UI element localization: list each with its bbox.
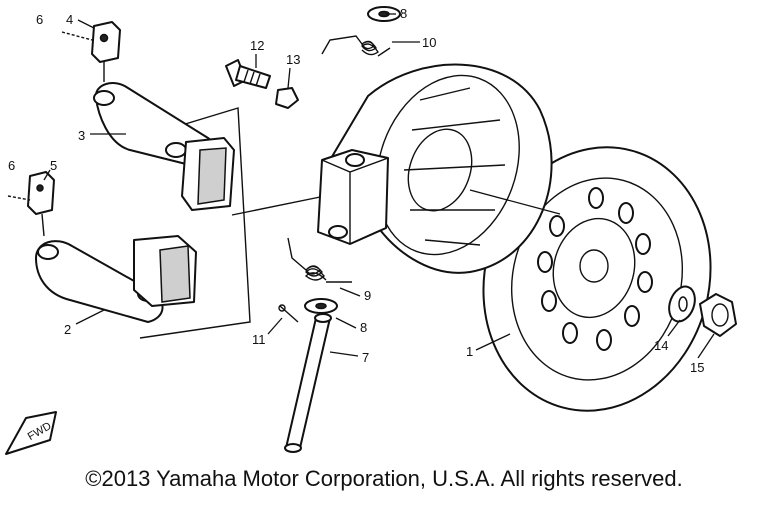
fwd-direction-badge: FWD (5, 411, 57, 455)
disc-vent-holes (537, 187, 653, 351)
lower-adjuster-block (27, 171, 55, 237)
lower-return-spring (287, 237, 352, 283)
part-number-8-upper: 8 (400, 6, 407, 21)
bolt-nut (275, 87, 299, 109)
hub-washer (668, 285, 696, 323)
lower-adjuster-screw (7, 195, 31, 201)
part-number-12: 12 (250, 38, 264, 53)
part-number-15: 15 (690, 360, 704, 375)
part-number-13: 13 (286, 52, 300, 67)
part-number-7: 7 (362, 350, 369, 365)
part-number-10: 10 (422, 35, 436, 50)
part-number-9: 9 (364, 288, 371, 303)
part-number-4: 4 (66, 12, 73, 27)
lower-caliper-arm (35, 235, 197, 323)
part-number-11: 11 (252, 332, 266, 347)
upper-adjuster-screw (61, 31, 93, 41)
part-number-6-upper: 6 (36, 12, 43, 27)
part-number-5: 5 (50, 158, 57, 173)
part-number-labels: 1 2 3 4 5 6 6 7 8 8 9 10 11 12 13 14 15 (8, 6, 704, 375)
caliper-mount-bracket (317, 149, 389, 245)
lower-washer (304, 298, 338, 314)
mounting-bolt (225, 59, 271, 89)
caliper-outline-box (139, 107, 326, 339)
leader-lines (43, 13, 715, 359)
part-number-6-lower: 6 (8, 158, 15, 173)
part-number-8-lower: 8 (360, 320, 367, 335)
part-number-2: 2 (64, 322, 71, 337)
upper-adjuster-block (91, 21, 121, 82)
part-number-3: 3 (78, 128, 85, 143)
upper-return-spring (321, 35, 391, 57)
cotter-pin (278, 304, 299, 323)
upper-caliper-arm (93, 82, 235, 211)
part-number-1: 1 (466, 344, 473, 359)
part-number-14: 14 (654, 338, 668, 353)
hub-hex-nut (699, 293, 737, 337)
pivot-pin (284, 313, 332, 453)
copyright-notice: ©2013 Yamaha Motor Corporation, U.S.A. A… (85, 466, 683, 491)
